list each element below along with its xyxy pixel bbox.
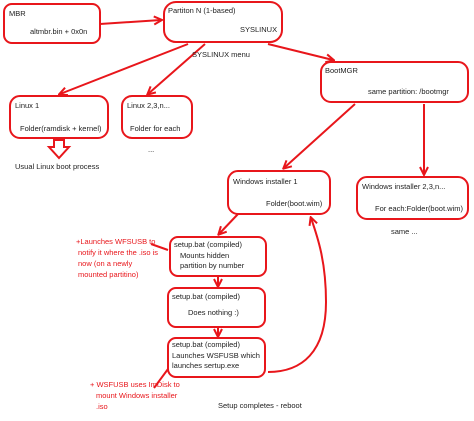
arrow-reboot-loop [267,218,328,373]
setup2-title: setup.bat (compiled) [172,292,240,301]
windows-installer-n-node: Windows installer 2,3,n... For each:Fold… [356,176,469,220]
setup-completes-label: Setup completes - reboot [218,401,303,410]
note-imdisk-connector [153,368,169,389]
usual-boot-label: Usual Linux boot process [15,162,99,171]
linux1-node: Linux 1 Folder(ramdisk + kernel) [9,95,109,139]
win1-body: Folder(boot.wim) [266,199,323,208]
arrow-partition-to-linuxn [148,43,206,94]
bootmgr-node: BootMGR same partition: /bootmgr [320,61,469,103]
partition-node: Partiton N (1-based) SYSLINUX [163,1,283,43]
partition-title: Partiton N (1-based) [168,6,236,15]
linuxn-body: Folder for each [130,124,180,133]
setup1-line-2: partition by number [180,261,245,270]
setup2-body: Does nothing :) [188,308,239,317]
bootmgr-title: BootMGR [325,66,359,75]
mbr-node: MBR altmbr.bin + 0x0n [3,3,101,44]
linux1-title: Linux 1 [15,101,39,110]
winn-title: Windows installer 2,3,n... [362,182,445,191]
setup1-line-1: Mounts hidden [180,251,229,260]
setup3-line-1: Launches WSFUSB which [172,351,260,360]
setup3-title: setup.bat (compiled) [172,340,240,349]
arrow-win1-to-setup1 [219,213,239,234]
note-launches-line-1: +Launches WFSUSB to [76,237,155,246]
note-imdisk-line-3: .iso [96,402,108,411]
linuxn-node: Linux 2,3,n... Folder for each [121,95,193,139]
syslinux-menu-label: SYSLINUX menu [192,50,250,59]
mbr-body: altmbr.bin + 0x0n [30,27,87,36]
same-label: same ... [391,227,418,236]
linux1-body: Folder(ramdisk + kernel) [20,124,102,133]
win1-title: Windows installer 1 [233,177,298,186]
note-launches-connector [150,243,169,251]
linuxn-title: Linux 2,3,n... [127,101,170,110]
note-imdisk-line-2: mount Windows installer [96,391,178,400]
arrow-partition-to-bootmgr [267,43,333,60]
note-imdisk: + WSFUSB uses ImDisk to mount Windows in… [90,380,180,411]
winn-body: For each:Folder(boot.wim) [375,204,463,213]
ellipsis-label: ... [148,145,154,154]
note-imdisk-line-1: + WSFUSB uses ImDisk to [90,380,180,389]
partition-body: SYSLINUX [240,25,277,34]
note-launches: +Launches WFSUSB to notify it where the … [76,237,158,279]
note-launches-line-3: now (on a newly [78,259,132,268]
setup-step-2-node: setup.bat (compiled) Does nothing :) [167,287,266,328]
mbr-title: MBR [9,9,26,18]
arrow-partition-to-linux1 [60,43,189,94]
arrow-mbr-to-partition [99,20,161,24]
setup-step-1-node: setup.bat (compiled) Mounts hidden parti… [169,236,267,277]
note-launches-line-2: notify it where the .iso is [78,248,158,257]
bootmgr-body: same partition: /bootmgr [368,87,449,96]
arrow-bootmgr-to-win1 [284,103,356,168]
setup3-line-2: launches sertup.exe [172,361,239,370]
setup1-title: setup.bat (compiled) [174,240,242,249]
windows-installer-1-node: Windows installer 1 Folder(boot.wim) [227,170,331,215]
setup-step-3-node: setup.bat (compiled) Launches WSFUSB whi… [167,337,266,378]
note-launches-line-4: mounted partitino) [78,270,139,279]
hollow-down-arrow [46,139,72,160]
